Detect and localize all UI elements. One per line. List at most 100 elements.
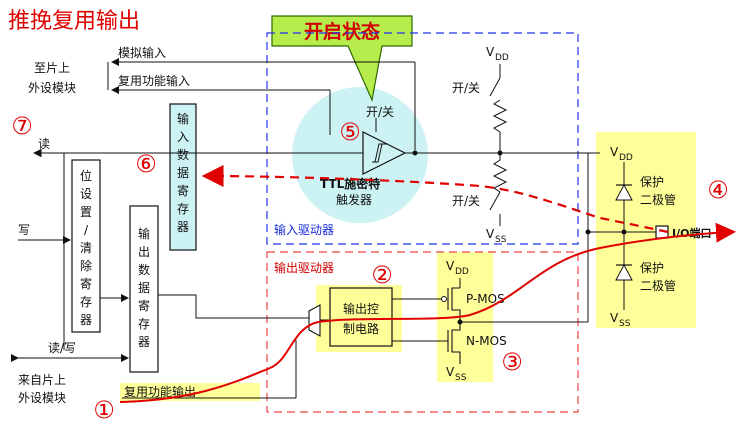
pulldown-switch	[489, 191, 501, 211]
idr-ch: 存	[177, 202, 189, 216]
from-peripheral-label-1: 来自片上	[18, 373, 66, 387]
read-write-label: 读/写	[48, 341, 76, 355]
marker-4: ④	[707, 176, 729, 204]
bsrr-ch: 存	[80, 295, 92, 309]
output-signal-path	[119, 222, 736, 403]
lower-protect-label-1: 保护	[640, 261, 664, 275]
vss-mos-label: V	[446, 365, 455, 379]
pullup-resistor	[492, 99, 508, 153]
vss-diode-sub: SS	[619, 319, 631, 329]
vss-top-label: V	[486, 227, 495, 241]
pulldown-resistor	[492, 153, 508, 193]
junction-node	[412, 150, 418, 156]
odr-ch: 器	[138, 335, 150, 349]
vss-diode-label: V	[610, 311, 619, 325]
vdd-diode-sub: DD	[619, 153, 633, 163]
vss-top-sub: SS	[495, 235, 507, 245]
idr-ch: 器	[177, 220, 189, 234]
to-peripheral-label-1: 至片上	[34, 61, 70, 75]
vdd-mos-label: V	[446, 259, 455, 273]
bsrr-ch: 位	[80, 168, 92, 183]
bsrr-ch: /	[84, 223, 89, 237]
upper-diode-icon	[615, 183, 633, 201]
vdd-mos-sub: DD	[455, 267, 469, 277]
idr-ch: 入	[177, 130, 189, 144]
alt-func-out-label: 复用功能输出	[124, 384, 196, 399]
output-control-circuit	[329, 287, 393, 347]
alt-out-highlight	[120, 383, 260, 401]
schmitt-highlight-circle	[292, 87, 428, 223]
pullup-on-off-label: 开/关	[452, 81, 480, 95]
alt-func-input-label: 复用功能输入	[118, 73, 190, 88]
bsrr-ch: 器	[80, 313, 92, 327]
bsrr-ch: 寄	[80, 276, 92, 291]
lower-diode-icon	[615, 263, 633, 281]
marker-2: ②	[371, 261, 393, 289]
odr-ch: 数	[138, 262, 150, 277]
output-data-register	[129, 205, 159, 373]
idr-ch: 数	[177, 147, 189, 162]
from-peripheral-label-2: 外设模块	[18, 391, 66, 405]
read-label: 读	[38, 137, 50, 151]
hysteresis-icon-2	[374, 143, 385, 163]
idr-ch: 据	[177, 166, 189, 180]
junction-node	[497, 150, 503, 156]
odr-ch: 存	[138, 317, 150, 331]
ttl-schmitt-label-2: 触发器	[336, 192, 372, 207]
odr-to-mux-wire	[158, 294, 309, 319]
nmos-body	[451, 322, 461, 364]
pmos-label: P-MOS	[466, 292, 505, 306]
bsrr-ch: 置	[80, 205, 92, 219]
marker-6: ⑥	[135, 150, 157, 178]
odr-ch: 出	[138, 245, 150, 259]
to-peripheral-label-2: 外设模块	[28, 81, 76, 95]
schmitt-trigger	[362, 131, 407, 175]
bsrr-ch: 设	[80, 187, 92, 201]
bsrr-ch: 清	[80, 241, 92, 255]
marker-1: ①	[93, 396, 115, 424]
vdd-top-sub: DD	[495, 53, 509, 63]
odr-ch: 据	[138, 281, 150, 295]
analog-input-label: 模拟输入	[118, 45, 166, 60]
callout-text: 开启状态	[304, 20, 380, 43]
output-driver-label: 输出驱动器	[274, 260, 334, 275]
write-label: 写	[18, 223, 30, 237]
marker-3: ③	[501, 348, 523, 376]
idr-ch: 输	[177, 111, 189, 126]
schmitt-on-off-label: 开/关	[366, 105, 394, 119]
marker-5: ⑤	[339, 118, 361, 146]
vss-mos-sub: SS	[455, 373, 467, 383]
idr-ch: 寄	[177, 183, 189, 198]
pmos-bubble	[441, 296, 447, 302]
bsrr-ch: 除	[80, 258, 92, 273]
output-mux	[308, 304, 321, 337]
vdd-diode-label: V	[610, 145, 619, 159]
upper-protect-label-2: 二极管	[640, 192, 676, 207]
junction-node	[457, 319, 463, 325]
diagram-title: 推挽复用输出	[8, 9, 140, 34]
pulldown-on-off-label: 开/关	[452, 194, 480, 208]
readback-signal-path	[201, 165, 669, 234]
output-control-label-1: 输出控	[343, 301, 379, 316]
input-driver-label: 输入驱动器	[274, 222, 334, 237]
vdd-top-label: V	[486, 45, 495, 59]
pullup-switch	[489, 77, 501, 97]
marker-7: ⑦	[11, 112, 33, 140]
input-driver-box	[266, 32, 579, 245]
upper-protect-label-1: 保护	[640, 175, 664, 189]
protection-highlight	[596, 132, 696, 328]
bit-set-reset-register	[71, 159, 101, 333]
input-data-register	[169, 103, 197, 251]
output-control-label-2: 制电路	[343, 321, 379, 336]
junction-node	[621, 229, 627, 235]
callout-bubble	[271, 15, 413, 103]
nmos-label: N-MOS	[466, 334, 507, 348]
odr-ch: 输	[138, 226, 150, 241]
output-driver-box	[266, 251, 579, 413]
pmos-body	[451, 287, 461, 322]
lower-protect-label-2: 二极管	[640, 278, 676, 293]
odr-ch: 寄	[138, 298, 150, 313]
junction-node	[585, 229, 591, 235]
